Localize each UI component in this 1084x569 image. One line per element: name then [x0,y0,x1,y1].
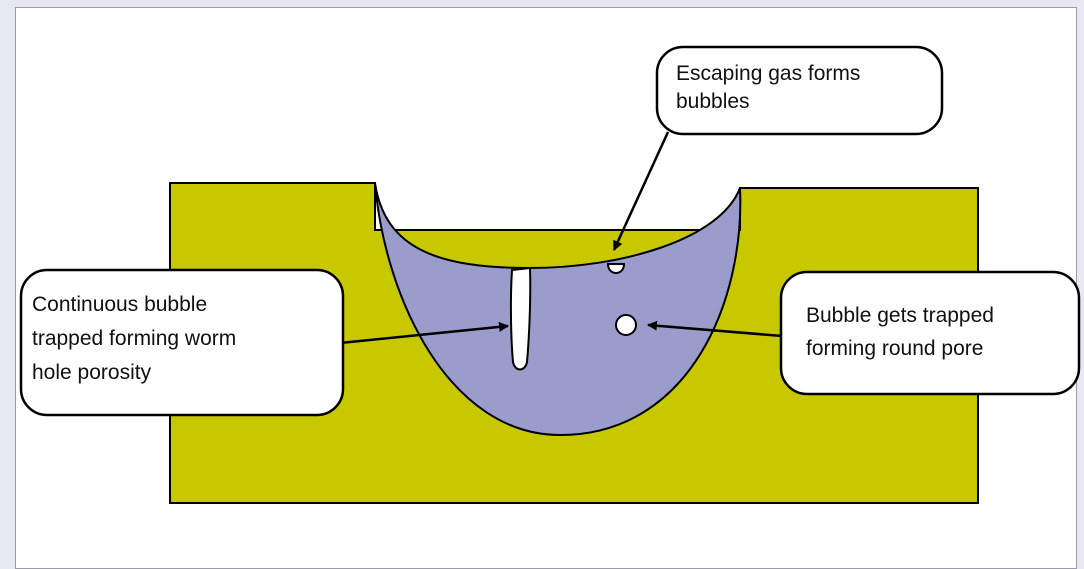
callout-round-pore-line-1: Bubble gets trapped [806,304,994,327]
callout-worm-hole-line-2: trapped forming worm [32,327,236,350]
callout-worm-hole-line-3: hole porosity [32,361,152,384]
callout-round-pore-line-2: forming round pore [806,337,983,360]
porosity-diagram: Escaping gas forms bubbles Continuous bu… [0,0,1084,552]
worm-hole-pore [511,268,530,370]
callout-worm-hole-line-1: Continuous bubble [32,293,207,316]
escaping-bubble [608,264,624,273]
round-pore [616,315,636,335]
callout-escaping-gas-line-1: Escaping gas forms [676,62,860,85]
callout-escaping-gas-line-2: bubbles [676,90,750,113]
callout-round-pore [781,272,1079,394]
